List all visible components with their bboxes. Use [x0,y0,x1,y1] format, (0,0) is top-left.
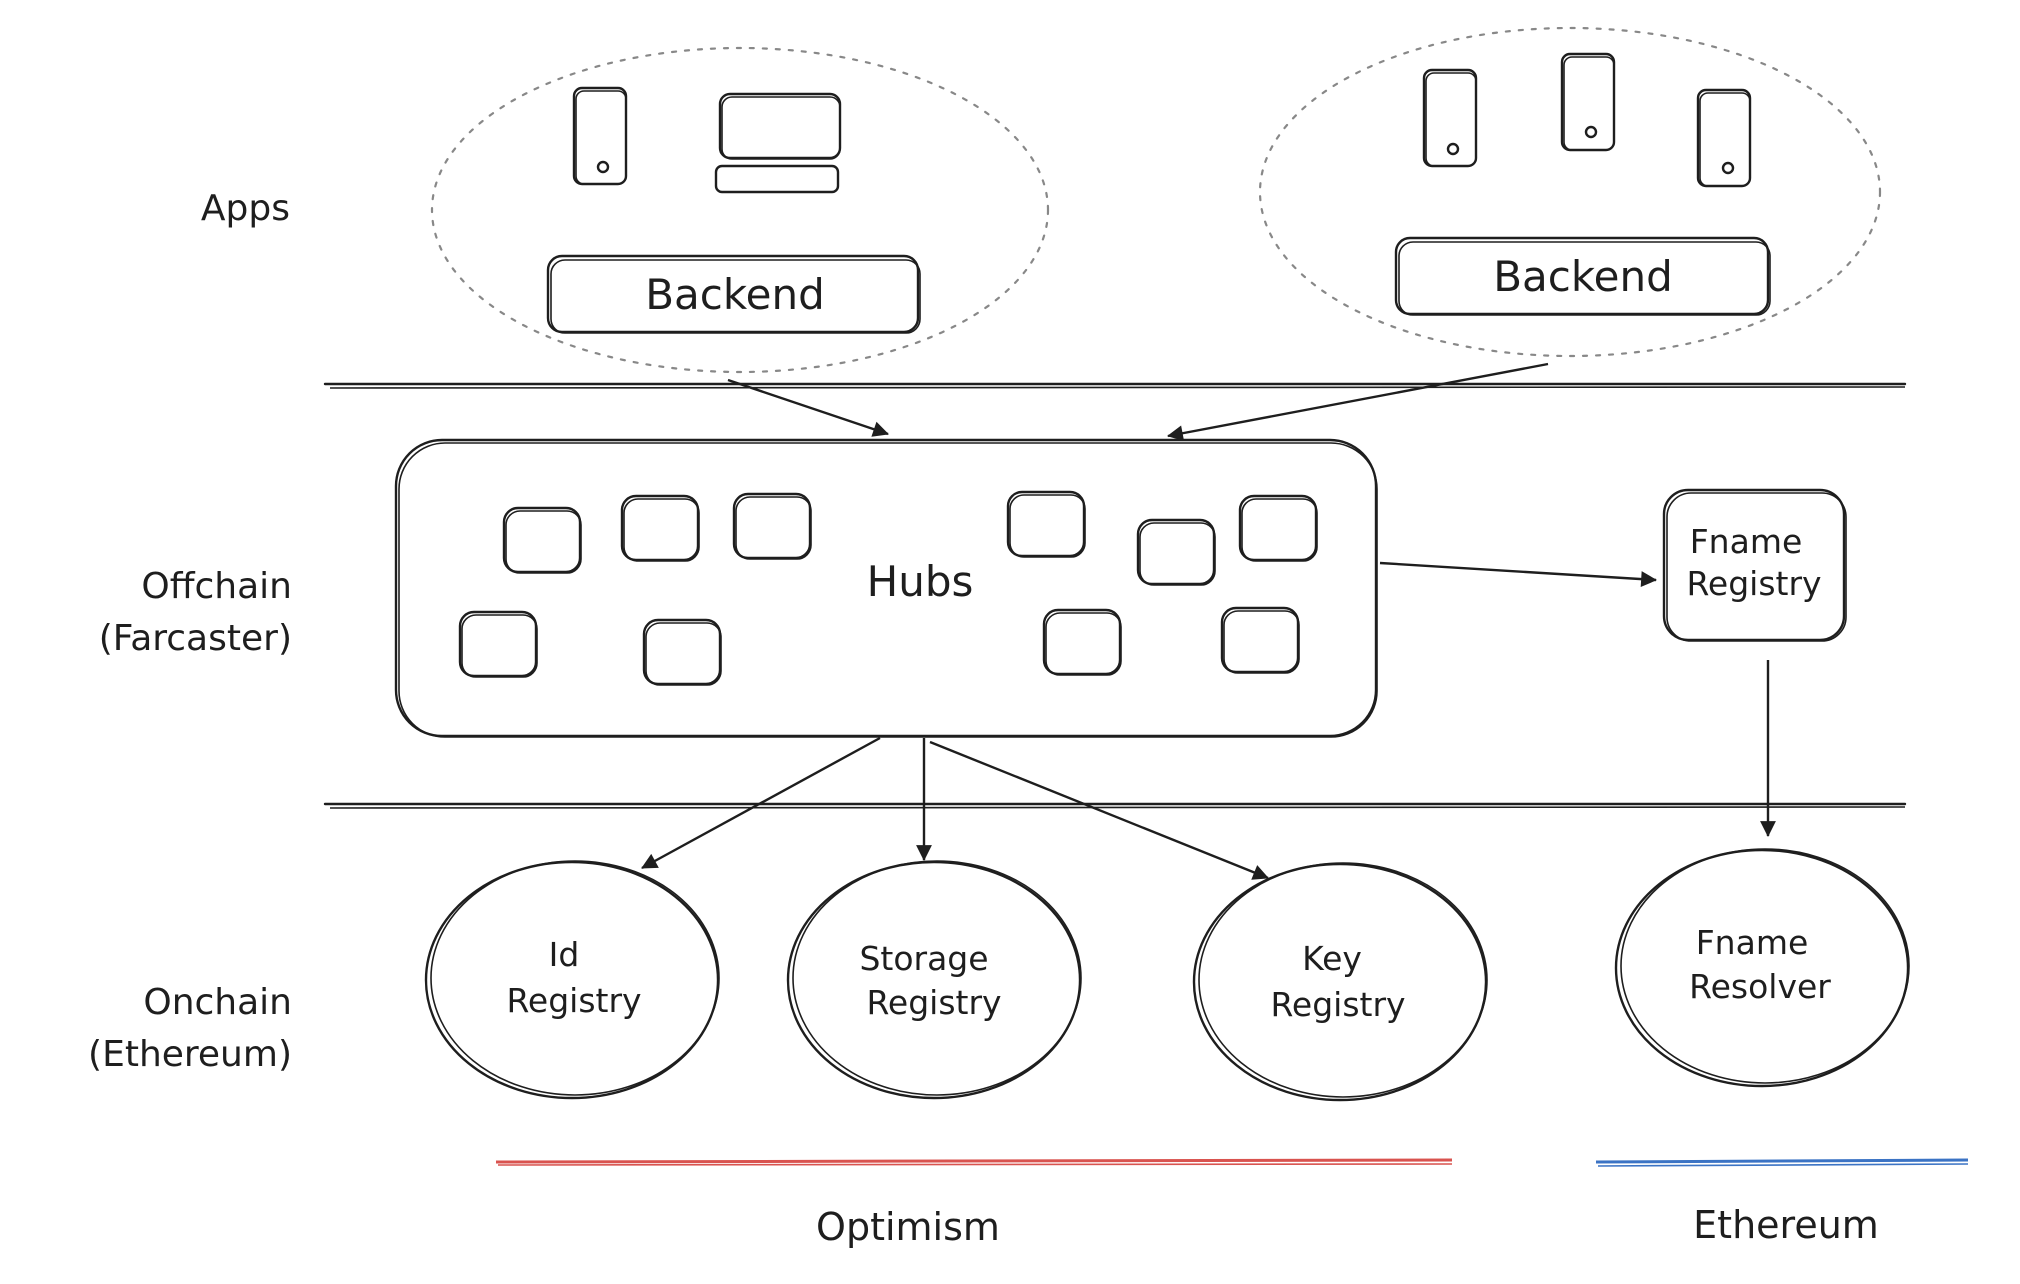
ethereum-underline [1597,1163,1969,1167]
fname-resolver-node: Fname Resolver [1614,848,1910,1088]
app-group-right-boundary [1258,26,1882,358]
right-backend-box: Backend [1394,236,1771,316]
optimism-underline [497,1163,1453,1166]
hub-node [1042,608,1122,676]
hubs-container: Hubs [394,438,1378,738]
phone-icon [572,86,628,186]
lane-divider-bottom [323,802,1907,809]
hub-node [458,610,538,678]
storage-registry-node: Storage Registry [786,860,1082,1100]
hub-node [1220,606,1300,674]
hubs-label: Hubs [867,557,974,606]
ethereum-underline [1595,1158,1969,1164]
hub-node [1006,490,1086,558]
hub-node [1238,494,1318,562]
phone-icon [1560,52,1616,152]
lane-label-ethereum: (Ethereum) [88,1034,292,1075]
arrow-hubs-to-id-registry [641,736,881,870]
arrow-hubs-to-fname-registry [1379,561,1658,588]
id-registry-label-line2: Registry [506,981,641,1020]
fname-registry-box: Fname Registry [1662,488,1847,642]
right-backend-label: Backend [1493,252,1673,301]
storage-registry-label-line1: Storage [859,939,988,978]
lane-divider-top [323,382,1907,389]
phone-icon [1696,88,1752,188]
left-backend-box: Backend [546,254,921,334]
lane-label-farcaster: (Farcaster) [99,618,292,659]
optimism-label: Optimism [816,1205,1000,1249]
ethereum-network: Ethereum [1595,1158,1969,1247]
ethereum-label: Ethereum [1693,1203,1879,1247]
id-registry-node: Id Registry [424,860,720,1100]
arrow-right-backend-to-hubs [1167,362,1549,442]
arrow-left-backend-to-hubs [727,378,889,437]
arrow-hubs-to-key-registry [929,740,1269,880]
optimism-network: Optimism [495,1158,1453,1249]
hub-node [620,494,700,562]
lane-label-onchain: Onchain [143,982,292,1023]
fname-resolver-label-line2: Resolver [1689,967,1831,1006]
storage-registry-label-line2: Registry [866,983,1001,1022]
fname-resolver-label-line1: Fname [1696,923,1809,962]
hub-node [1136,518,1216,586]
fname-registry-label-line2: Registry [1686,564,1821,603]
hub-node [642,618,722,686]
hub-node [732,492,812,560]
id-registry-label-line1: Id [549,935,580,974]
left-backend-label: Backend [645,270,825,319]
key-registry-label-line1: Key [1302,939,1362,978]
phone-icon [1422,68,1478,168]
app-group-right: Backend [1258,26,1882,358]
lane-label-offchain: Offchain [141,566,292,607]
key-registry-label-line2: Registry [1270,985,1405,1024]
hub-node [502,506,582,574]
laptop-icon [714,92,842,194]
app-group-left-boundary [430,46,1050,374]
app-group-left: Backend [430,46,1050,374]
lane-label-apps: Apps [201,188,290,229]
optimism-underline [495,1158,1453,1164]
key-registry-node: Key Registry [1192,862,1488,1102]
fname-registry-label-line1: Fname [1690,522,1803,561]
